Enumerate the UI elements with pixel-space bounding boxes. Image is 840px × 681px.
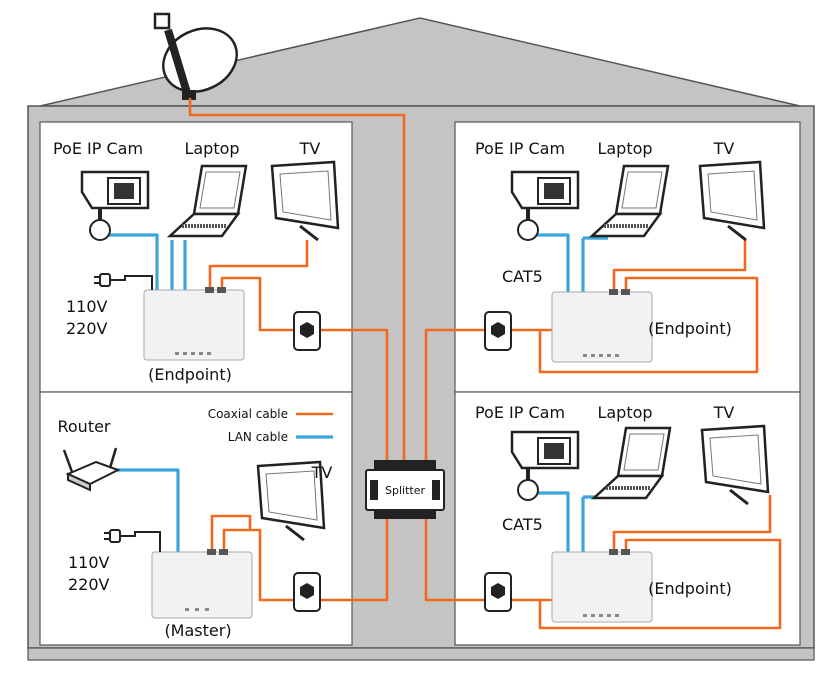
tv-icon-bottom-right: [700, 424, 770, 506]
wall-jack-bottom-left: [293, 572, 321, 612]
power-plug-icon-bottom-left: [104, 529, 161, 552]
router-icon: [62, 447, 121, 492]
foundation: [27, 647, 815, 661]
label-endpoint-top-left: (Endpoint): [148, 365, 232, 384]
tv-icon-top-right: [698, 160, 766, 242]
splitter: Splitter: [365, 460, 445, 519]
label-110v-top-left: 110V: [66, 297, 108, 316]
label-tv-bottom-right: TV: [713, 403, 735, 422]
label-laptop-bottom-right: Laptop: [597, 403, 652, 422]
power-plug-icon-top-left: [94, 273, 153, 290]
roof: [39, 17, 801, 107]
wall-jack-top-left: [293, 311, 321, 351]
satellite-dish-icon: [153, 12, 238, 100]
legend-lan-label: LAN cable: [228, 430, 288, 444]
ip-camera-icon-bottom-right: [510, 430, 580, 501]
ip-camera-icon-top-right: [510, 170, 580, 241]
label-tv-top-left: TV: [299, 139, 321, 158]
label-poe-cam-top-left: PoE IP Cam: [53, 139, 143, 158]
label-cat5-bottom-right: CAT5: [502, 515, 543, 534]
label-endpoint-bottom-right: (Endpoint): [648, 579, 732, 598]
laptop-icon-bottom-right: [590, 426, 672, 500]
label-poe-cam-top-right: PoE IP Cam: [475, 139, 565, 158]
label-master: (Master): [164, 621, 231, 640]
tv-icon-bottom-left: [256, 460, 326, 542]
label-tv-bottom-left: TV: [311, 463, 333, 482]
laptop-icon-top-right: [588, 164, 670, 238]
label-110v-bottom-left: 110V: [68, 553, 110, 572]
wall-jack-top-right: [484, 311, 512, 351]
laptop-icon-top-left: [166, 164, 248, 238]
label-poe-cam-bottom-right: PoE IP Cam: [475, 403, 565, 422]
label-tv-top-right: TV: [713, 139, 735, 158]
master-box: [151, 549, 253, 619]
label-laptop-top-right: Laptop: [597, 139, 652, 158]
label-laptop-top-left: Laptop: [184, 139, 239, 158]
endpoint-box-top-left: [143, 287, 245, 361]
wall-jack-bottom-right: [484, 572, 512, 612]
endpoint-box-top-right: [551, 289, 653, 363]
label-220v-bottom-left: 220V: [68, 575, 110, 594]
label-cat5-top-right: CAT5: [502, 267, 543, 286]
legend-coax-label: Coaxial cable: [208, 407, 288, 421]
ip-camera-icon-top-left: [80, 170, 150, 241]
tv-icon-top-left: [270, 160, 340, 242]
coaxial-cables: [188, 98, 782, 630]
label-endpoint-top-right: (Endpoint): [648, 319, 732, 338]
label-router: Router: [57, 417, 110, 436]
legend: Coaxial cable LAN cable: [208, 407, 333, 444]
label-220v-top-left: 220V: [66, 319, 108, 338]
splitter-label: Splitter: [385, 484, 425, 497]
endpoint-box-bottom-right: [551, 549, 653, 623]
